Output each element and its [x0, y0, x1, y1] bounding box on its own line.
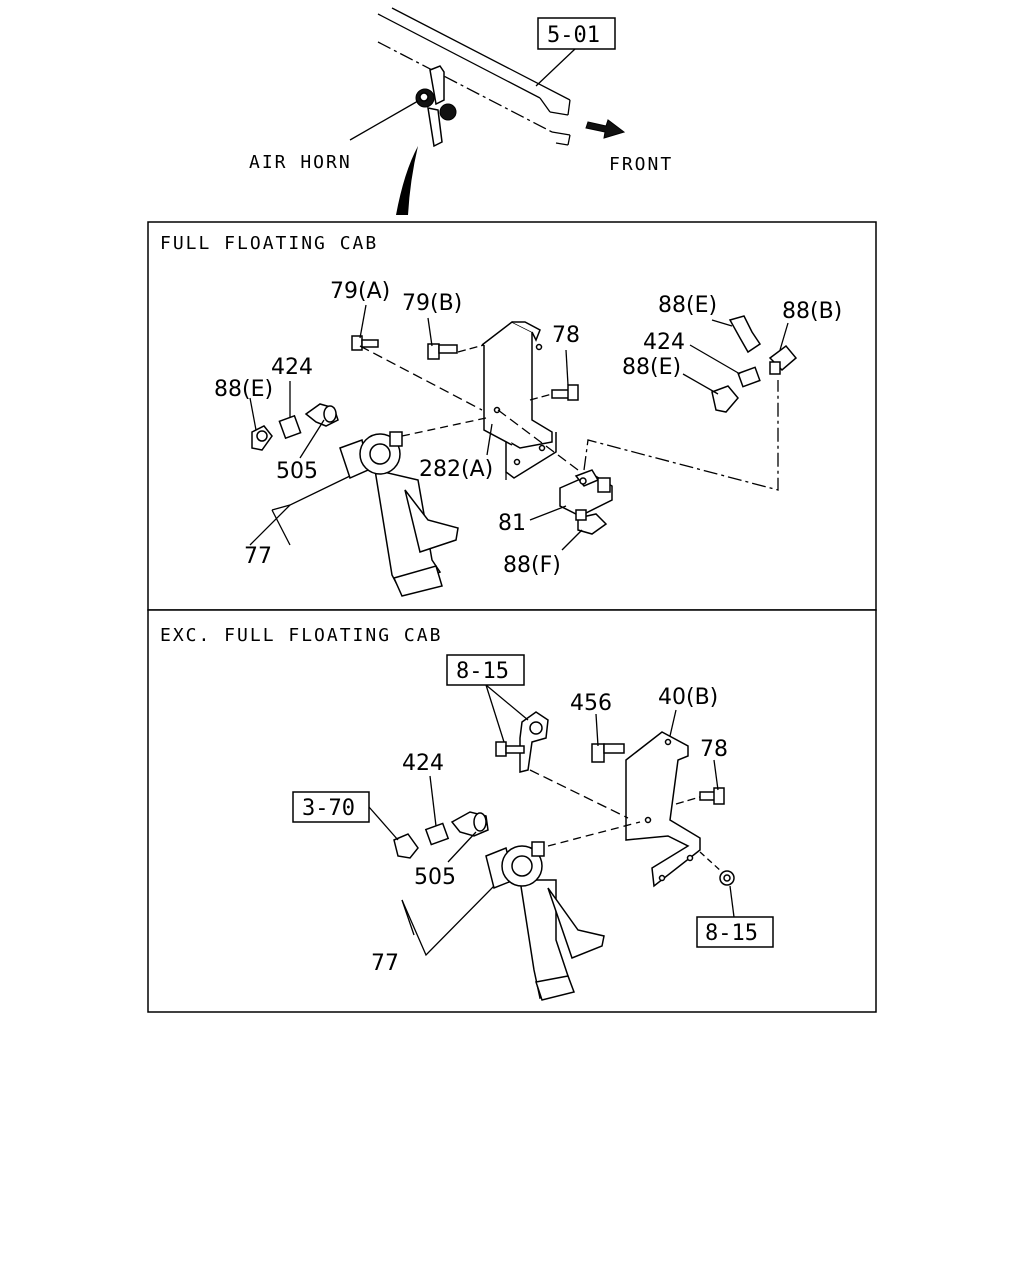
frame-rail — [377, 7, 571, 146]
callout-88e-right: 88(E) — [622, 355, 681, 380]
fitting-505-left — [304, 403, 339, 427]
panel-full-title: FULL FLOATING CAB — [160, 233, 378, 254]
callout-81: 81 — [498, 511, 526, 536]
bolt-79b — [427, 343, 458, 360]
ref-box-5-01[interactable] — [537, 17, 616, 50]
callout-505-exc: 505 — [414, 865, 456, 890]
ref-box-5-01-label: 5-01 — [547, 23, 600, 48]
callout-424-right: 424 — [643, 330, 685, 355]
fitting-424-left — [278, 414, 302, 440]
fitting-424-right — [737, 366, 761, 388]
solenoid-valve-81 — [559, 469, 613, 517]
callout-88f: 88(F) — [503, 553, 561, 578]
callout-505: 505 — [276, 459, 318, 484]
fitting-88e-left — [251, 425, 273, 451]
ref-box-3-70[interactable] — [292, 791, 370, 823]
callout-77-exc: 77 — [371, 951, 399, 976]
callout-282a: 282(A) — [419, 457, 493, 482]
bolt-79a — [351, 335, 379, 351]
bolt-78 — [551, 384, 579, 401]
front-arrow-icon — [585, 119, 626, 139]
ref-box-8-15-top[interactable] — [446, 654, 525, 686]
callout-78: 78 — [552, 323, 580, 348]
callout-88e-top: 88(E) — [658, 293, 717, 318]
detail-pointer-icon — [396, 146, 418, 215]
bracket-40b — [625, 731, 701, 888]
panel-exc-full-floating-cab: EXC. FULL FLOATING CAB — [147, 609, 877, 1013]
air-horn-mini-illustration — [415, 65, 457, 148]
callout-40b: 40(B) — [658, 685, 718, 710]
overview-section: 5-01 AIR HORN FRONT — [249, 7, 673, 215]
callout-77: 77 — [244, 544, 272, 569]
callout-79b: 79(B) — [402, 291, 462, 316]
nut-8-15 — [719, 870, 735, 886]
callout-456: 456 — [570, 691, 612, 716]
air-horn-label: AIR HORN — [249, 152, 352, 173]
ref-box-3-70-label: 3-70 — [302, 796, 355, 821]
fitting-88f — [575, 509, 608, 535]
ref-box-8-15-bottom[interactable] — [696, 916, 774, 948]
callout-78-exc: 78 — [700, 737, 728, 762]
clamp-8-15 — [519, 711, 549, 773]
callout-424-left: 424 — [271, 355, 313, 380]
front-label: FRONT — [609, 154, 673, 175]
bracket-282a — [481, 321, 557, 480]
air-horn-77-exc — [485, 841, 605, 1001]
fitting-88e-right-bottom — [711, 385, 739, 413]
panel-exc-title: EXC. FULL FLOATING CAB — [160, 625, 442, 646]
bolt-78-exc — [699, 787, 725, 805]
panel-full-frame — [147, 221, 877, 611]
fitting-424-exc — [424, 822, 450, 846]
fitting-3-70 — [393, 833, 419, 859]
callout-424-exc: 424 — [402, 751, 444, 776]
ref-box-8-15-top-label: 8-15 — [456, 659, 509, 684]
callout-88b: 88(B) — [782, 299, 842, 324]
callout-79a: 79(A) — [330, 279, 390, 304]
fitting-88e-right-top — [728, 315, 762, 354]
bolt-clamp — [495, 741, 525, 757]
bolt-456 — [591, 743, 625, 763]
callout-88e-left: 88(E) — [214, 377, 273, 402]
fitting-505-exc — [450, 811, 489, 837]
panel-full-floating-cab: FULL FLOATING CAB — [147, 221, 877, 611]
air-horn-77 — [339, 431, 459, 597]
ref-box-8-15-bottom-label: 8-15 — [705, 921, 758, 946]
